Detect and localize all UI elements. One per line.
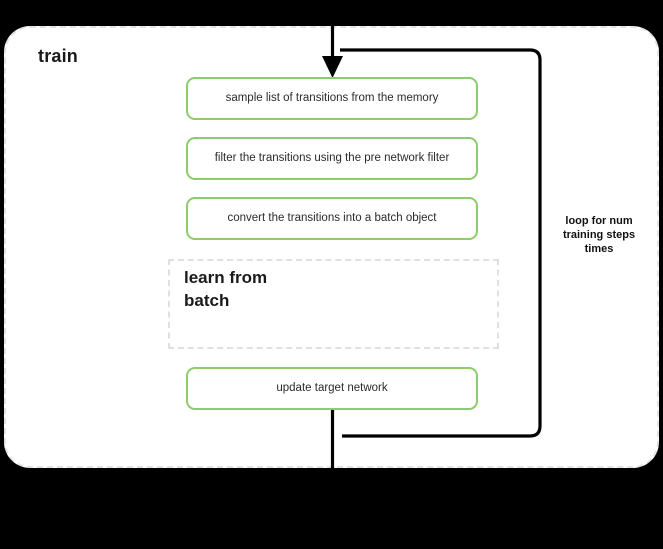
loop-label: loop for num training steps times	[545, 214, 653, 256]
loop-label-line-3: times	[584, 243, 614, 256]
step-label: filter the transitions using the pre net…	[214, 151, 450, 164]
page-title: train	[38, 46, 79, 66]
step-label: sample list of transitions from the memo…	[225, 91, 439, 104]
loop-label-line-1: loop for num	[565, 215, 633, 227]
subprocess-title-line-2: batch	[184, 290, 230, 310]
step-box-filter-transitions[interactable]: filter the transitions using the pre net…	[186, 137, 478, 180]
step-box-update-target-network[interactable]: update target network	[186, 367, 478, 410]
subprocess-title-line-1: learn from	[184, 268, 268, 287]
step-box-convert-transitions[interactable]: convert the transitions into a batch obj…	[186, 197, 478, 240]
step-box-sample-transitions[interactable]: sample list of transitions from the memo…	[186, 77, 478, 120]
subprocess-learn-from-batch[interactable]: learn from batch	[168, 259, 499, 349]
loop-label-line-2: training steps	[562, 229, 636, 242]
step-label: update target network	[276, 381, 388, 394]
subprocess-title: learn from batch	[184, 267, 334, 313]
step-label: convert the transitions into a batch obj…	[227, 211, 437, 224]
